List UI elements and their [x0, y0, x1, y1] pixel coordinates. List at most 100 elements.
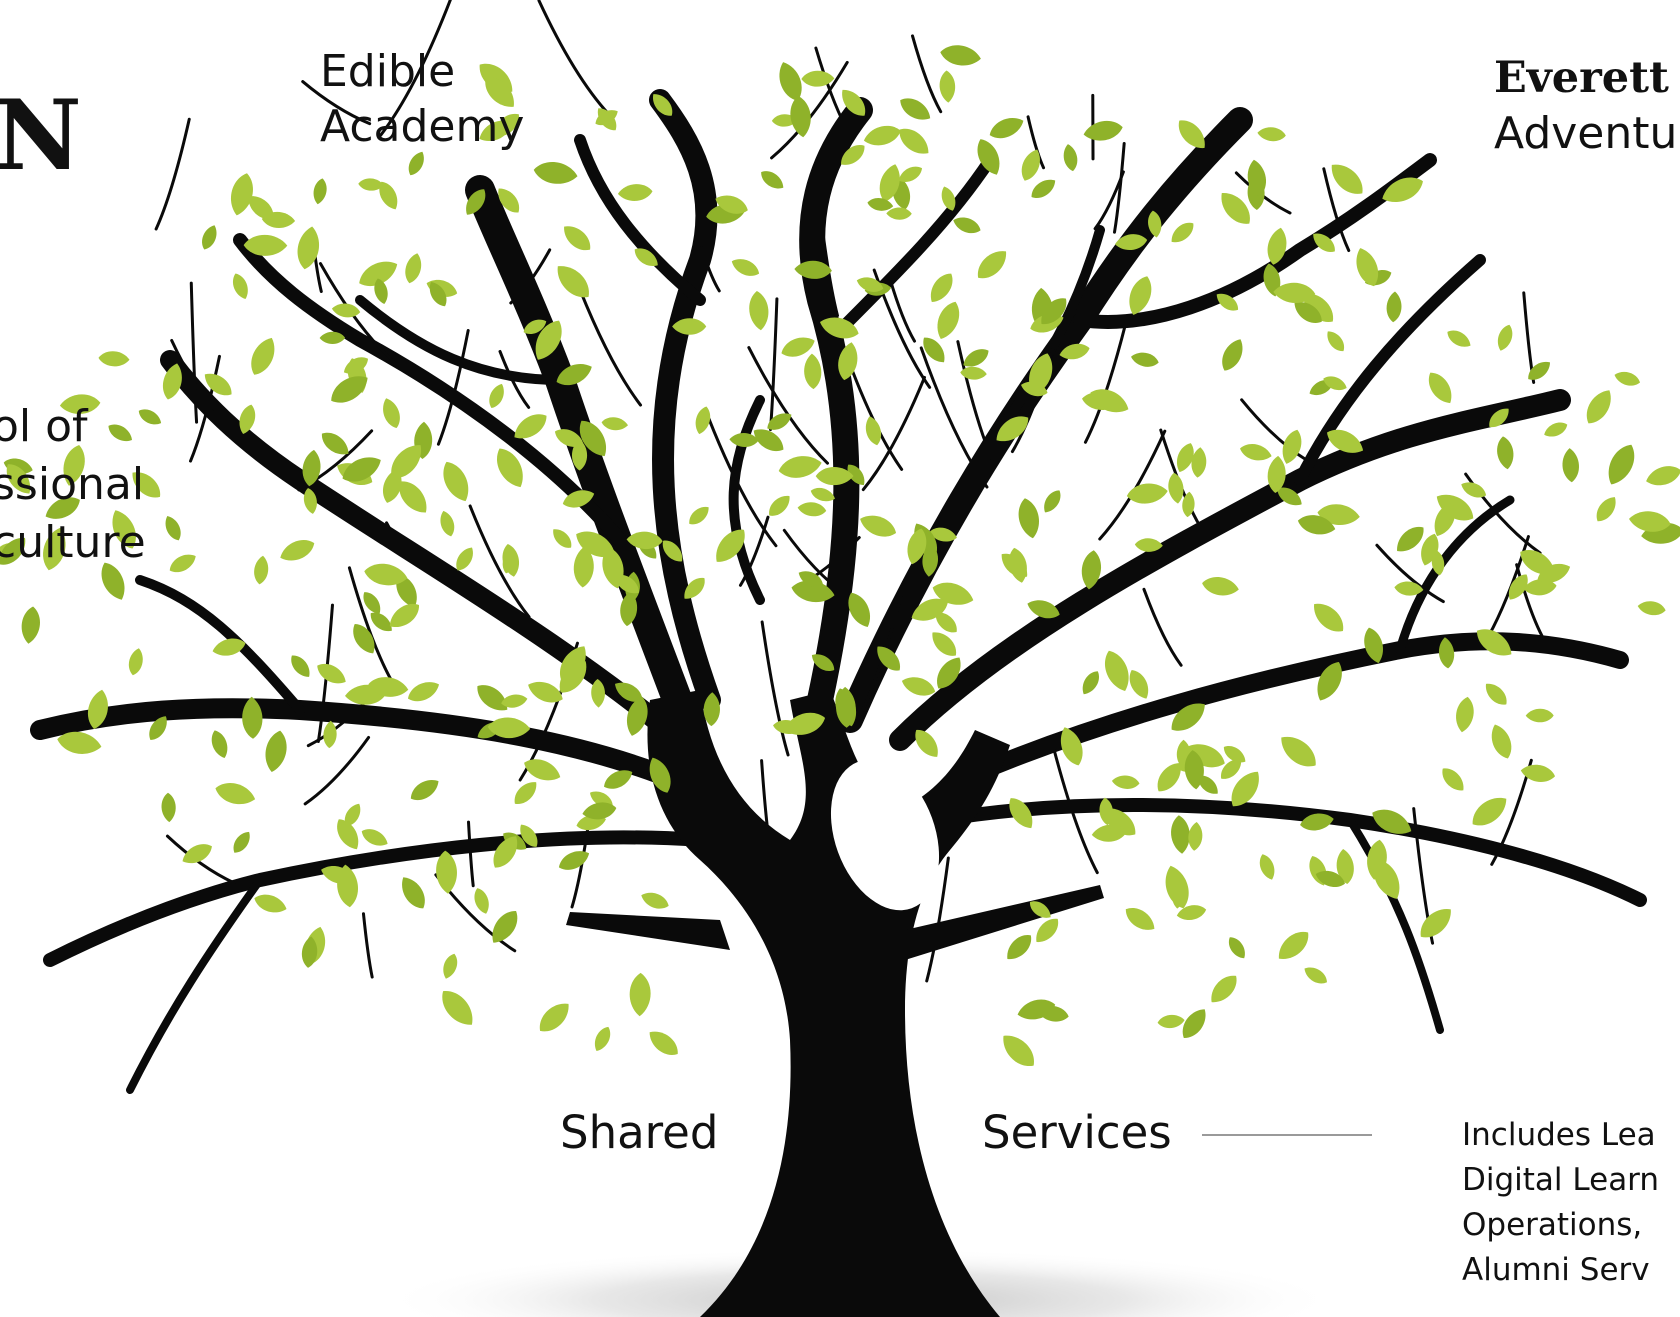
leaf: [1385, 291, 1403, 323]
leaf: [1078, 667, 1104, 698]
twig: [814, 46, 853, 139]
twig: [379, 0, 452, 137]
branch: [649, 89, 721, 711]
twig: [738, 515, 770, 587]
leaf: [1301, 963, 1331, 988]
leaf: [532, 159, 580, 187]
leaf: [1481, 679, 1512, 710]
leaf: [1205, 970, 1243, 1009]
leaf: [996, 1028, 1041, 1073]
twig: [537, 0, 611, 117]
leaf: [729, 432, 759, 448]
leaf: [499, 542, 522, 579]
leaf: [861, 121, 904, 150]
leaf: [178, 839, 216, 869]
leaf: [1307, 597, 1350, 638]
leaf: [406, 774, 443, 806]
twig: [1322, 167, 1351, 253]
school-line-3: culture: [0, 517, 146, 568]
leaf: [938, 70, 957, 104]
school-label: ol of ssional culture: [0, 398, 146, 572]
leaf: [311, 177, 329, 206]
leaf: [747, 290, 771, 332]
twig: [498, 349, 531, 409]
school-line-2: ssional: [0, 459, 145, 510]
everett-line-2: Adventu: [1494, 107, 1678, 159]
leaf: [558, 220, 596, 256]
school-line-1: ol of: [0, 401, 88, 452]
leaf: [160, 792, 177, 823]
leaf: [1001, 929, 1037, 965]
leaf: [757, 166, 788, 194]
branch: [43, 830, 707, 967]
leaf: [550, 258, 596, 305]
leaf: [938, 42, 983, 69]
everett-label: Everett C Adventu: [1494, 52, 1680, 161]
twig: [297, 429, 374, 492]
twig: [316, 603, 334, 744]
leaf: [1256, 125, 1287, 143]
branch: [1395, 495, 1515, 655]
leaf: [1187, 821, 1204, 852]
branch: [933, 798, 1647, 907]
leaf: [294, 224, 323, 272]
twig: [385, 521, 418, 567]
twig: [1083, 322, 1128, 444]
twig: [509, 248, 552, 305]
leaf: [1591, 492, 1621, 526]
includes-line-1: Includes Lea: [1462, 1117, 1656, 1153]
leaf: [313, 658, 350, 689]
twig: [189, 281, 199, 424]
leaf: [485, 381, 508, 411]
leaf: [1039, 486, 1065, 516]
branch: [574, 134, 706, 306]
leaf: [161, 513, 185, 544]
trunk-hollow: [830, 759, 940, 911]
branch: [233, 233, 627, 547]
leaf: [1278, 427, 1306, 467]
leaf: [358, 824, 391, 851]
logo-fragment: N: [0, 79, 82, 192]
twig: [700, 246, 721, 293]
leaf: [1324, 157, 1370, 201]
leaf: [1121, 902, 1160, 936]
leaf: [796, 500, 828, 518]
leaf: [862, 414, 885, 448]
leaf: [1099, 646, 1135, 695]
leaf: [436, 457, 476, 506]
branch: [995, 225, 1105, 435]
twig: [782, 528, 848, 597]
branch: [1294, 254, 1486, 486]
leaf: [1166, 471, 1186, 505]
trunk-stub: [566, 912, 730, 950]
branch: [951, 632, 1629, 789]
tree-trunk: [647, 690, 1010, 1317]
leaf: [1027, 174, 1060, 203]
twig: [1052, 748, 1099, 875]
leaf: [1437, 763, 1469, 796]
twig: [570, 825, 590, 909]
leaf: [788, 94, 814, 139]
leaf: [212, 778, 258, 809]
leaf: [435, 984, 480, 1032]
leaf: [1643, 461, 1680, 490]
leaf: [509, 777, 542, 809]
leaf: [1414, 902, 1458, 945]
leaf: [1486, 721, 1517, 762]
leaf: [971, 244, 1013, 285]
tree-branches: [30, 0, 1647, 1094]
leaf: [1224, 933, 1250, 962]
leaf: [1541, 419, 1570, 441]
leaf: [1601, 439, 1641, 490]
twig: [820, 223, 839, 318]
leaf: [764, 491, 795, 521]
leaf: [251, 890, 290, 917]
twig: [303, 735, 371, 806]
leaf: [950, 213, 984, 237]
leaf: [986, 112, 1027, 144]
leaf: [378, 395, 404, 431]
leaf: [886, 207, 912, 220]
leaf: [548, 525, 576, 552]
twig: [888, 276, 917, 343]
twig: [318, 262, 398, 366]
